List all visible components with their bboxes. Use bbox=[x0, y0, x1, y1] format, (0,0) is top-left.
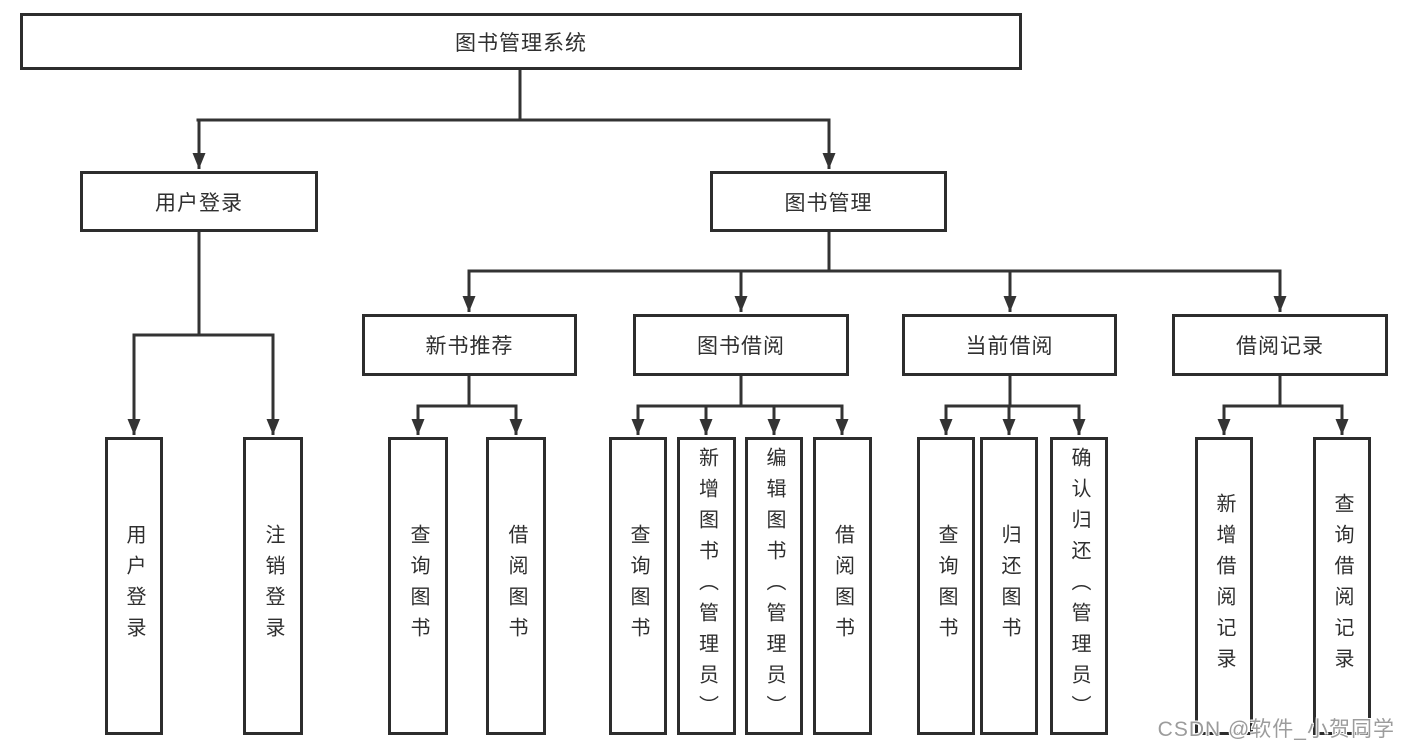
node-book-management: 图书管理 bbox=[710, 171, 947, 232]
node-label: 当前借阅 bbox=[965, 335, 1054, 358]
leaf-label: 用户登录 bbox=[123, 524, 145, 648]
leaf-label: 新增借阅记录 bbox=[1213, 493, 1235, 679]
leaf-label: 确认归还（管理员） bbox=[1068, 446, 1090, 726]
node-label: 用户登录 bbox=[155, 191, 243, 215]
leaf-label: 归还图书 bbox=[998, 524, 1020, 648]
leaf-return-books: 归还图书 bbox=[980, 437, 1038, 735]
leaf-borrowing-query-books: 查询图书 bbox=[609, 437, 667, 735]
leaf-label: 编辑图书（管理员） bbox=[763, 446, 785, 726]
leaf-logout: 注销登录 bbox=[243, 437, 303, 735]
leaf-label: 注销登录 bbox=[262, 524, 284, 648]
node-user-login: 用户登录 bbox=[80, 171, 318, 232]
leaf-label: 借阅图书 bbox=[831, 524, 854, 648]
leaf-recommend-borrow-books: 借阅图书 bbox=[486, 437, 546, 735]
node-new-book-recommendation: 新书推荐 bbox=[362, 314, 577, 376]
connector-arrows bbox=[127, 120, 1349, 435]
leaf-user-login: 用户登录 bbox=[105, 437, 163, 735]
node-label: 图书管理 bbox=[784, 191, 873, 215]
leaf-edit-books-admin: 编辑图书（管理员） bbox=[745, 437, 803, 735]
leaf-query-borrow-record: 查询借阅记录 bbox=[1313, 437, 1371, 735]
node-current-borrowing: 当前借阅 bbox=[902, 314, 1117, 376]
node-borrowing-records: 借阅记录 bbox=[1172, 314, 1388, 376]
leaf-recommend-query-books: 查询图书 bbox=[388, 437, 448, 735]
leaf-label: 查询图书 bbox=[627, 524, 649, 648]
node-label: 借阅记录 bbox=[1236, 335, 1324, 358]
node-library-management-system: 图书管理系统 bbox=[20, 13, 1022, 70]
leaf-label: 查询借阅记录 bbox=[1331, 493, 1353, 679]
node-label: 图书借阅 bbox=[697, 335, 785, 358]
node-label: 图书管理系统 bbox=[455, 31, 587, 55]
leaf-current-query-books: 查询图书 bbox=[917, 437, 975, 735]
leaf-borrow-books: 借阅图书 bbox=[813, 437, 872, 735]
node-label: 新书推荐 bbox=[425, 335, 514, 358]
connector-segments bbox=[132, 70, 1344, 408]
csdn-watermark: CSDN @软件_小贺同学 bbox=[1157, 718, 1395, 741]
leaf-label: 查询图书 bbox=[407, 524, 429, 648]
leaf-confirm-return-admin: 确认归还（管理员） bbox=[1050, 437, 1108, 735]
leaf-label: 新增图书（管理员） bbox=[695, 446, 718, 726]
leaf-label: 借阅图书 bbox=[505, 524, 527, 648]
leaf-add-borrow-record: 新增借阅记录 bbox=[1195, 437, 1253, 735]
leaf-add-books-admin: 新增图书（管理员） bbox=[677, 437, 736, 735]
leaf-label: 查询图书 bbox=[935, 524, 957, 648]
node-book-borrowing: 图书借阅 bbox=[633, 314, 849, 376]
